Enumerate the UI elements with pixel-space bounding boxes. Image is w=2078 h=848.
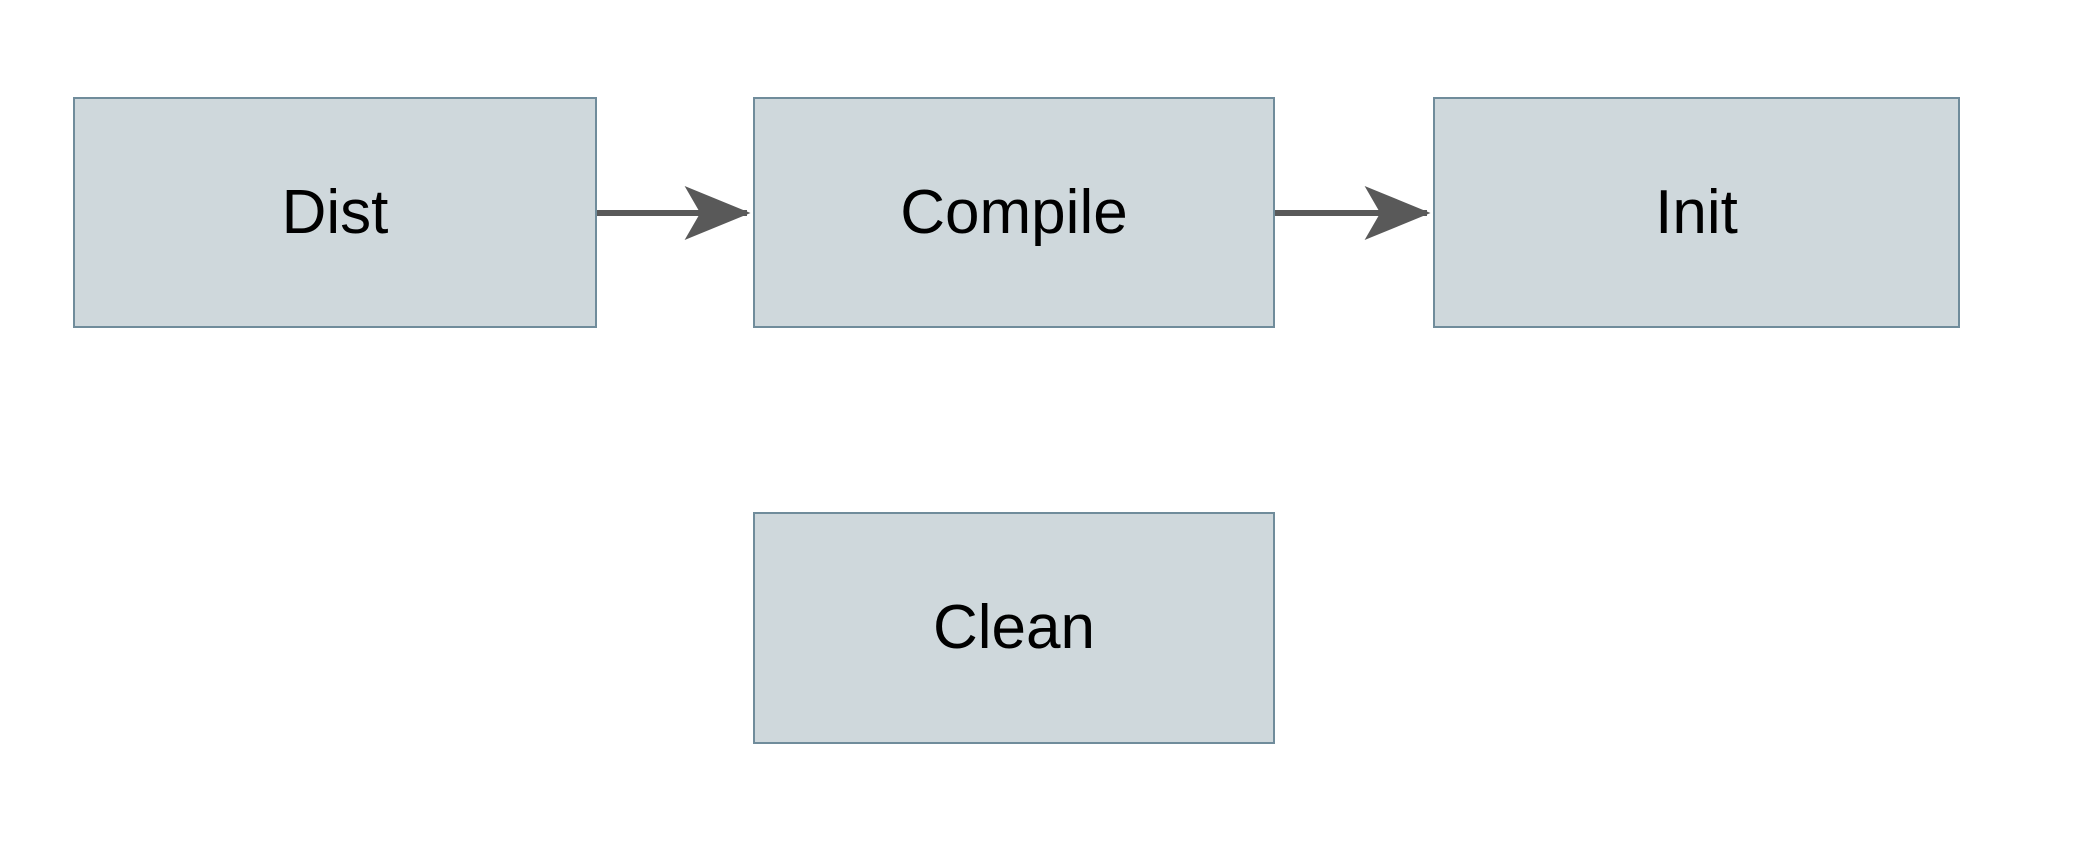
node-clean-label: Clean	[933, 593, 1095, 662]
node-init-label: Init	[1655, 177, 1738, 247]
node-dist-label: Dist	[281, 177, 389, 247]
node-compile-label: Compile	[900, 177, 1128, 247]
node-init[interactable]: Init	[1433, 97, 1960, 328]
node-compile[interactable]: Compile	[753, 97, 1275, 328]
node-clean[interactable]: Clean	[753, 512, 1275, 744]
node-dist[interactable]: Dist	[73, 97, 597, 328]
edge-dist-to-compile-hit-target[interactable]	[597, 196, 753, 230]
edge-compile-to-init-hit-target[interactable]	[1275, 196, 1433, 230]
